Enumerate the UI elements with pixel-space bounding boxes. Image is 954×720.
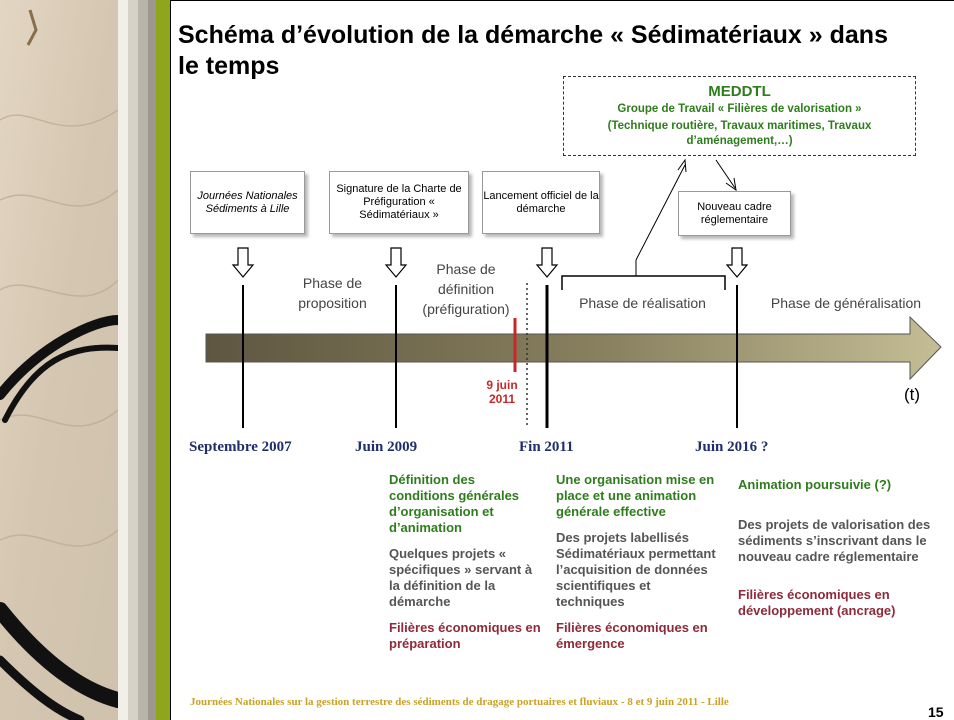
- stripe-grey-1: [128, 0, 138, 720]
- down-arrow-icon: [725, 247, 749, 278]
- column-grey-text: Des projets de valorisation des sédiment…: [738, 517, 931, 564]
- date-2011: Fin 2011: [519, 439, 574, 455]
- connector-right: [715, 159, 736, 189]
- phase-proposition: Phase de proposition: [298, 275, 367, 311]
- stripe-olive: [156, 0, 170, 720]
- column-2011: Une organisation mise en place et une an…: [556, 472, 721, 652]
- event-label: Signature de la Charte de Préfiguration …: [336, 183, 462, 221]
- event-box-charte: Signature de la Charte de Préfiguration …: [329, 171, 469, 234]
- column-green-text: Définition des conditions générales d’or…: [389, 472, 520, 535]
- down-arrow-icon: [231, 247, 255, 278]
- time-label: (t): [904, 385, 921, 404]
- column-grey-text: Quelques projets « spécifiques » servant…: [389, 546, 533, 609]
- column-grey-text: Des projets labellisés Sédimatériaux per…: [556, 530, 716, 609]
- event-box-cadre: Nouveau cadre réglementaire: [678, 191, 791, 236]
- sand-rope-photo: [0, 0, 118, 720]
- date-2009: Juin 2009: [355, 439, 418, 455]
- down-arrow-icon: [384, 247, 408, 278]
- date-2016: Juin 2016 ?: [695, 439, 769, 455]
- column-red-text: Filières économiques en développement (a…: [738, 587, 896, 618]
- footer-text: Journées Nationales sur la gestion terre…: [190, 696, 729, 708]
- event-box-journees: Journées Nationales Sédiments à Lille: [190, 171, 305, 234]
- meddtl-box: MEDDTL Groupe de Travail « Filières de v…: [563, 76, 916, 156]
- column-green-text: Animation poursuivie (?): [738, 477, 892, 492]
- meddtl-heading: MEDDTL: [708, 83, 771, 100]
- event-label: Journées Nationales Sédiments à Lille: [197, 189, 298, 215]
- page-number: 15: [928, 704, 944, 720]
- stripe-grey-3: [148, 0, 156, 720]
- column-red-text: Filières économiques en émergence: [556, 620, 708, 651]
- timeline-arrow: [205, 315, 942, 381]
- meddtl-group: Groupe de Travail « Filières de valorisa…: [617, 103, 862, 115]
- stripe-grey-2: [138, 0, 148, 720]
- date-2007: Septembre 2007: [189, 439, 292, 455]
- column-2009: Définition des conditions générales d’or…: [389, 472, 541, 652]
- column-green-text: Une organisation mise en place et une an…: [556, 472, 715, 519]
- connector-left: [635, 164, 686, 261]
- realisation-bracket: [561, 275, 726, 290]
- stripe-light-1: [118, 0, 128, 720]
- column-red-text: Filières économiques en préparation: [389, 620, 541, 651]
- slide-title: Schéma d’évolution de la démarche « Sédi…: [178, 21, 888, 80]
- column-2016: Animation poursuivie (?) Des projets de …: [738, 477, 938, 619]
- event-label: Lancement officiel de la démarche: [483, 189, 599, 215]
- phase-definition: Phase de définition (préfiguration): [422, 261, 510, 317]
- phase-generalisation: Phase de généralisation: [770, 295, 922, 311]
- phase-realisation: Phase de réalisation: [579, 295, 706, 311]
- down-arrow-icon: [535, 247, 559, 278]
- event-label: Nouveau cadre réglementaire: [697, 200, 772, 226]
- event-box-lancement: Lancement officiel de la démarche: [482, 171, 600, 234]
- meddtl-detail: (Technique routière, Travaux maritimes, …: [607, 120, 872, 147]
- marker-label: 9 juin 2011: [486, 378, 518, 406]
